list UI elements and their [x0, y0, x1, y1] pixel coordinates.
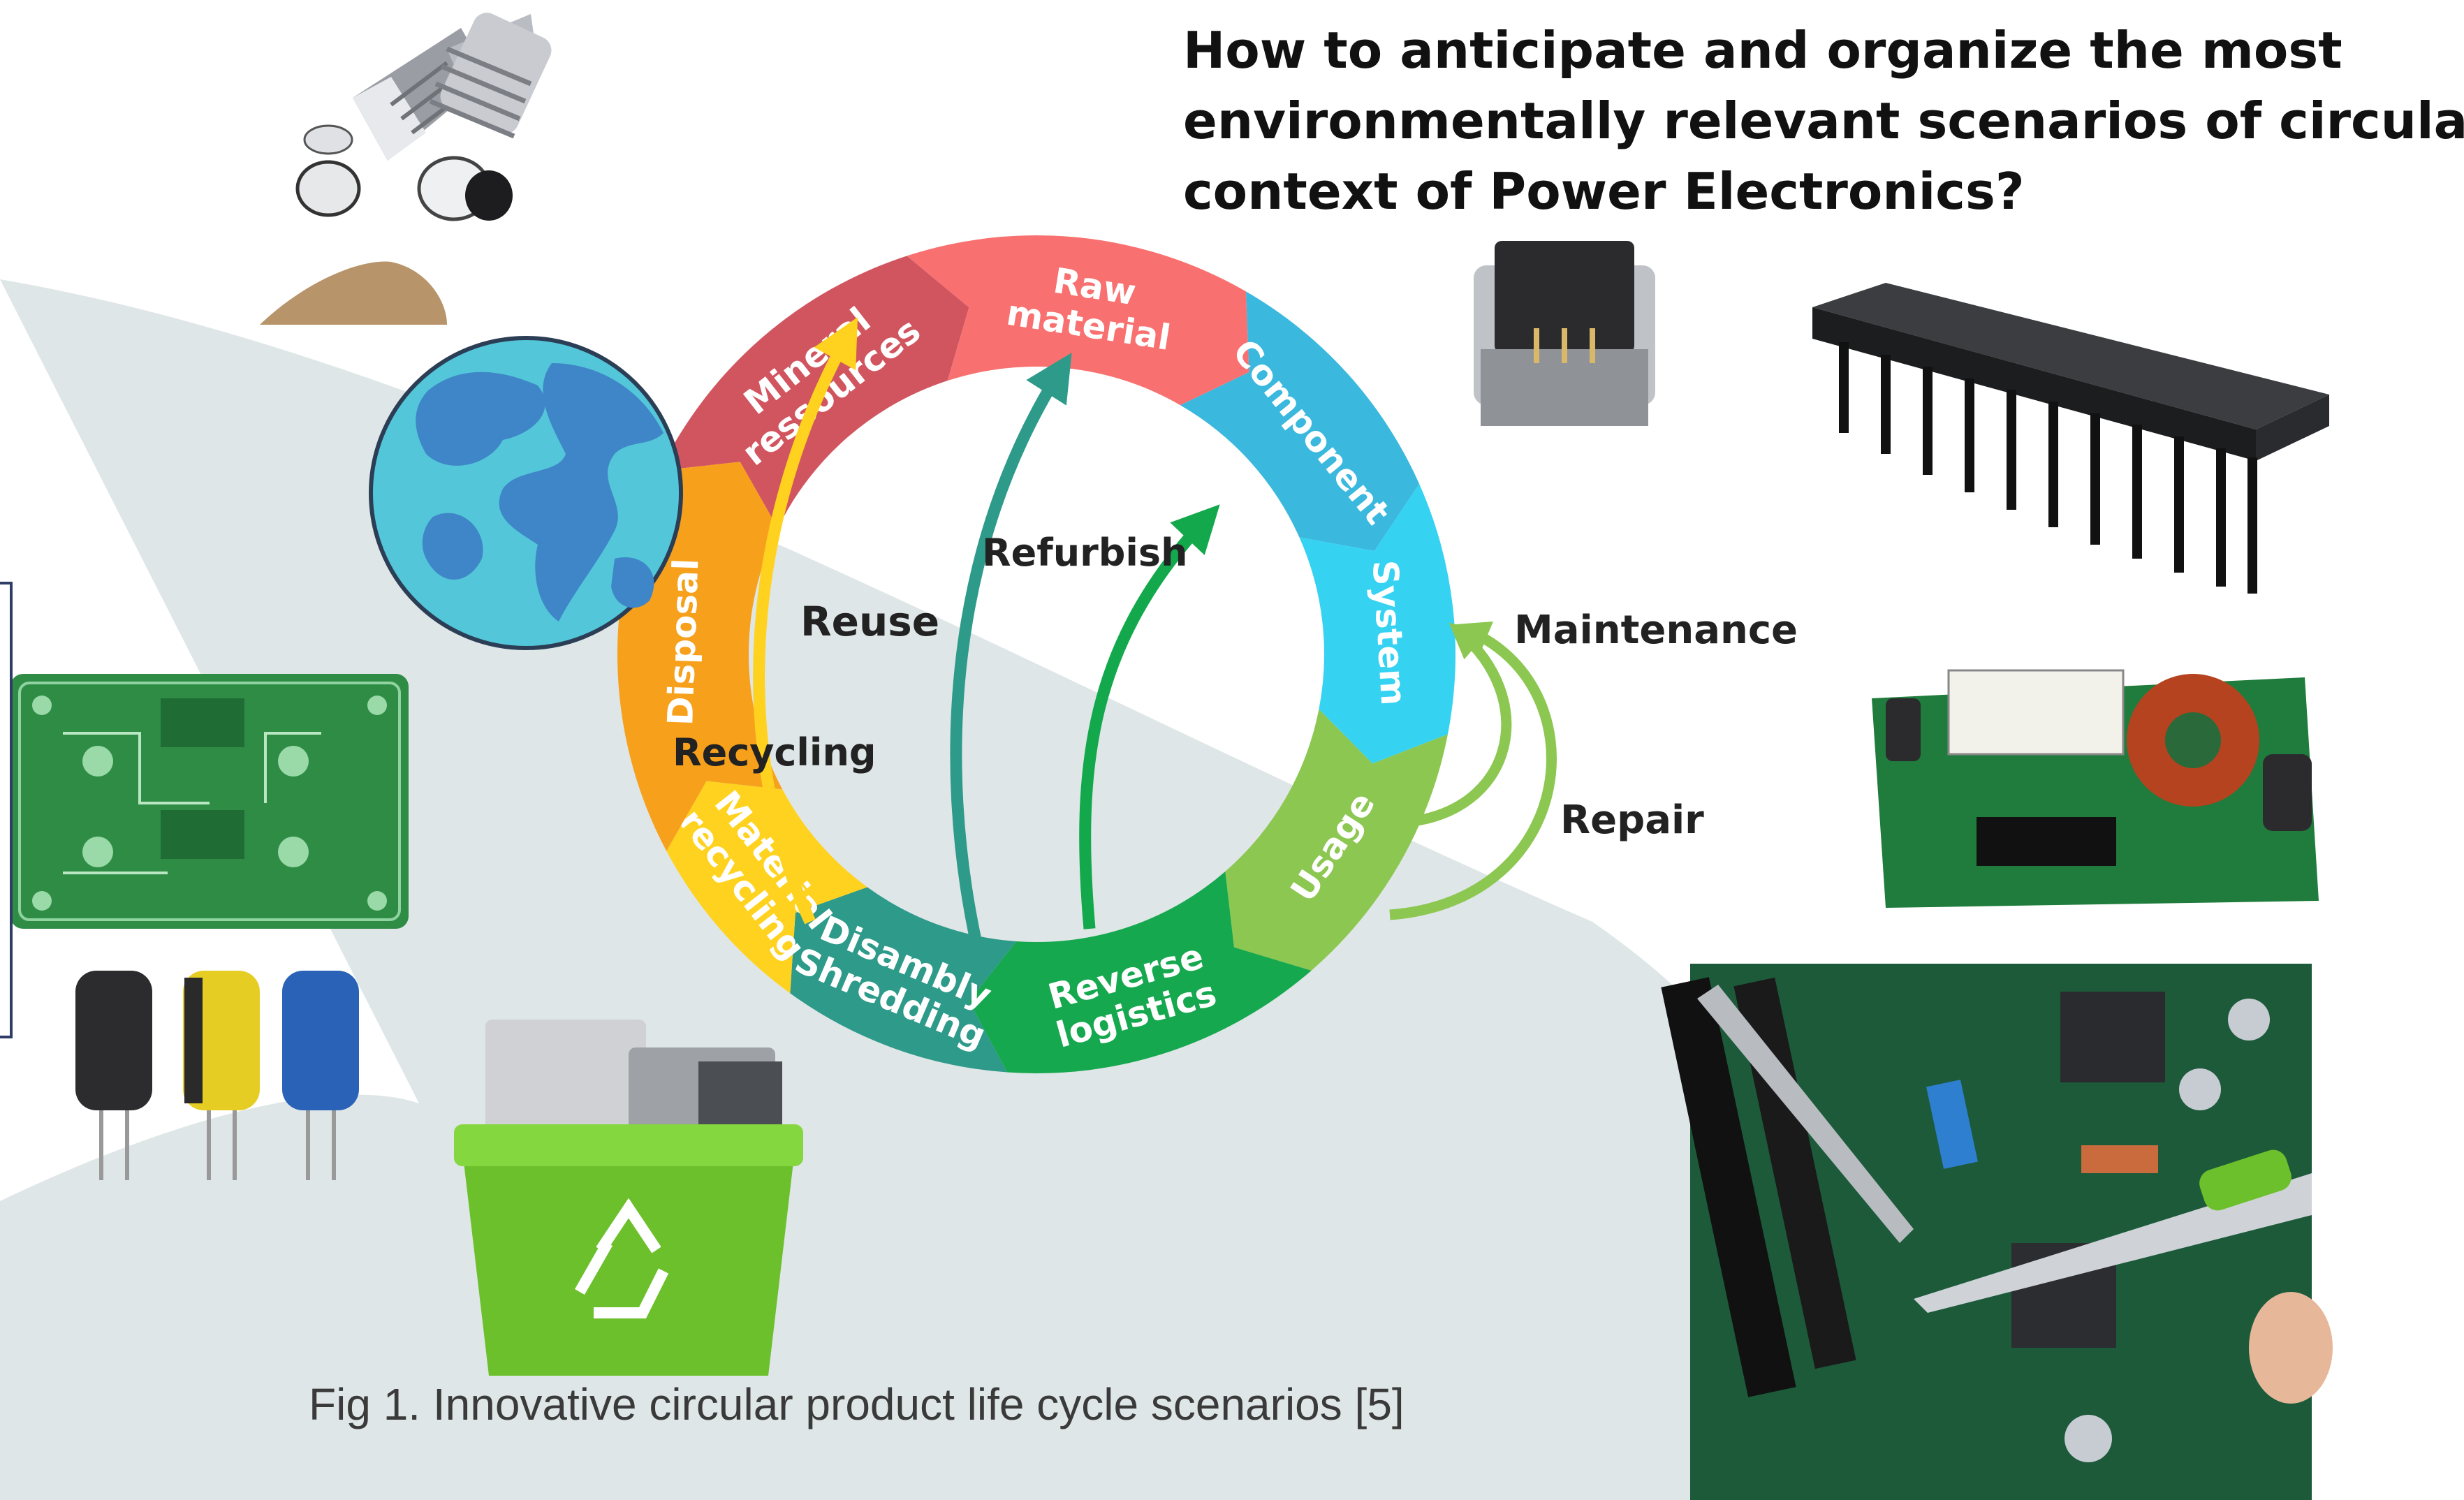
maintenance-arrow: [1416, 622, 1512, 826]
stage-label-line: Disposal: [660, 558, 706, 726]
soldering-pcb-photo: [1661, 964, 2333, 1500]
dcdc-converter-image: [1872, 669, 2319, 908]
refurbish-arrow: [1079, 504, 1220, 929]
globe-icon: [369, 336, 683, 650]
ring-segment-3: [1180, 291, 1420, 552]
repair-label: Repair: [1560, 797, 1704, 843]
pcb-board-image: [10, 674, 409, 929]
ewaste-recycle-bin-image: [454, 1020, 803, 1376]
recycling-arrow: [753, 317, 858, 925]
maintenance-label: Maintenance: [1514, 608, 1798, 653]
heatsink-image: [1812, 283, 2329, 594]
figure-caption: Fig 1. Innovative circular product life …: [309, 1379, 1405, 1429]
ring-segment-6: [969, 871, 1312, 1074]
stage-label-4: System: [1365, 559, 1414, 706]
question-line-1: How to anticipate and organize the most: [1183, 21, 2342, 80]
question-title: How to anticipate and organize the most …: [1183, 15, 2464, 225]
capacitors-image: [75, 971, 359, 1180]
stage-label-line: System: [1365, 559, 1414, 706]
ring-segment-4: [1299, 483, 1455, 764]
sand-pile-image: [260, 261, 447, 325]
stage-label-9: Disposal: [660, 558, 706, 726]
ring-segment-7: [790, 887, 1017, 1073]
repair-arrow: [1389, 622, 1557, 920]
ring-segment-2: [907, 235, 1249, 406]
question-line-2: environmentally relevant scenarios of ci…: [1183, 91, 2464, 150]
reuse-label: Reuse: [800, 598, 940, 645]
metal-screws-image: [295, 13, 552, 221]
ring-segment-8: [666, 781, 867, 994]
recycling-label: Recycling: [673, 730, 877, 774]
transformer-image: [1474, 241, 1655, 426]
question-line-3: context of Power Electronics?: [1183, 162, 2025, 221]
refurbish-label: Refurbish: [982, 531, 1188, 575]
reuse-arrow: [950, 353, 1072, 951]
ring-segment-5: [1225, 709, 1448, 971]
left-panel-frame: [0, 582, 13, 1038]
lifecycle-ring: MineralressourcesRawmaterialComponentSys…: [617, 235, 1455, 1074]
